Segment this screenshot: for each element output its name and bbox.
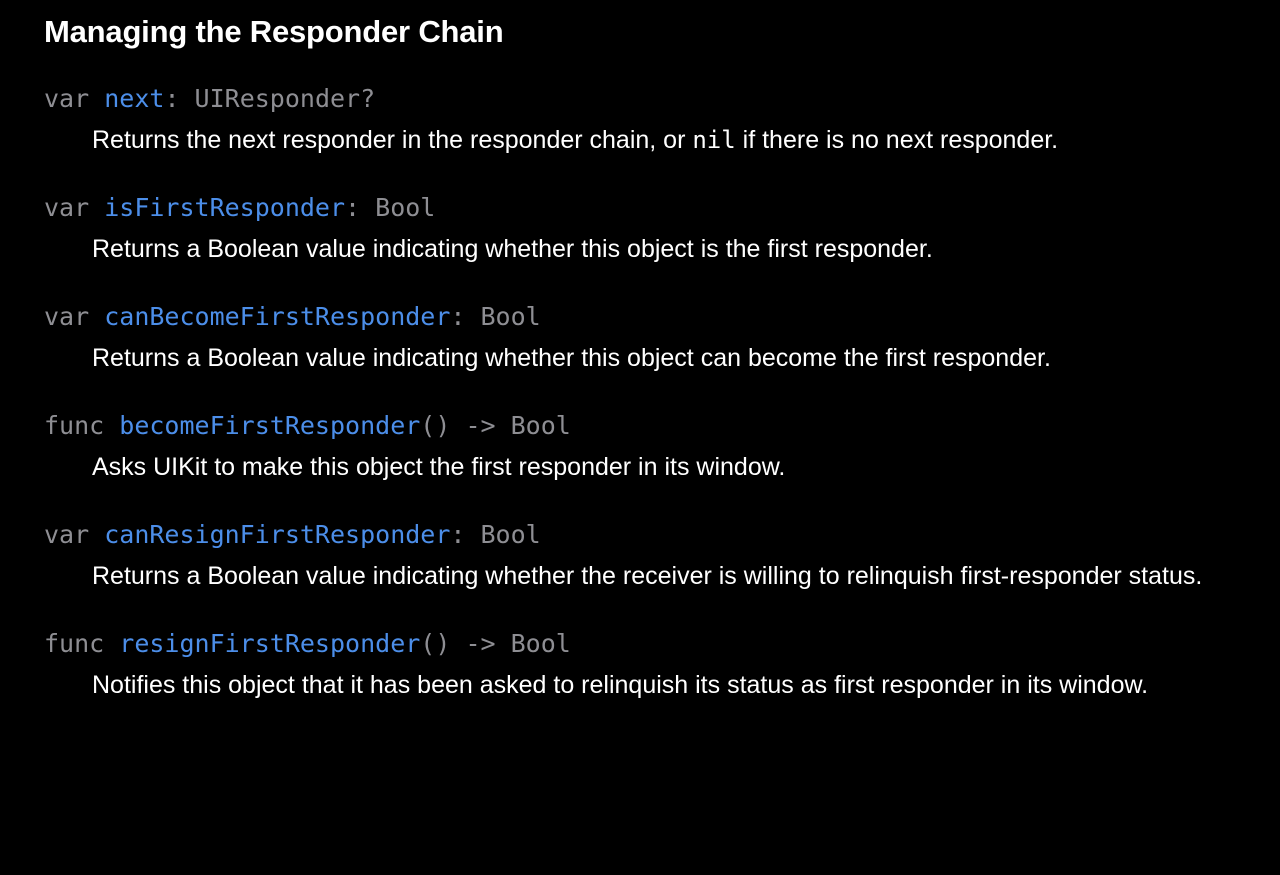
declaration-link-become-first-responder[interactable]: func becomeFirstResponder() -> Bool bbox=[44, 409, 1236, 443]
declaration-link-is-first-responder[interactable]: var isFirstResponder: Bool bbox=[44, 191, 1236, 225]
topic-description: Returns a Boolean value indicating wheth… bbox=[92, 235, 933, 263]
declaration-symbol-name: isFirstResponder bbox=[104, 193, 346, 222]
declaration-keyword: func bbox=[44, 411, 120, 440]
description-text: Returns the next responder in the respon… bbox=[92, 126, 693, 154]
declaration-type: () -> Bool bbox=[420, 629, 571, 658]
declaration-link-can-become-first-responder[interactable]: var canBecomeFirstResponder: Bool bbox=[44, 300, 1236, 334]
topic-can-become-first-responder: var canBecomeFirstResponder: Bool Return… bbox=[44, 300, 1236, 378]
declaration-symbol-name: becomeFirstResponder bbox=[119, 411, 421, 440]
description-text: if there is no next responder. bbox=[735, 126, 1059, 154]
topic-list: var next: UIResponder? Returns the next … bbox=[44, 82, 1236, 705]
topic-is-first-responder: var isFirstResponder: Bool Returns a Boo… bbox=[44, 191, 1236, 269]
declaration-symbol-name: canBecomeFirstResponder bbox=[104, 302, 451, 331]
declaration-symbol-name: next bbox=[104, 84, 165, 113]
topic-resign-first-responder: func resignFirstResponder() -> Bool Noti… bbox=[44, 627, 1236, 705]
topic-description: Notifies this object that it has been as… bbox=[92, 671, 1149, 699]
declaration-type: () -> Bool bbox=[420, 411, 571, 440]
declaration-type: : Bool bbox=[345, 193, 436, 222]
declaration-link-resign-first-responder[interactable]: func resignFirstResponder() -> Bool bbox=[44, 627, 1236, 661]
declaration-link-next[interactable]: var next: UIResponder? bbox=[44, 82, 1236, 116]
topic-next: var next: UIResponder? Returns the next … bbox=[44, 82, 1236, 160]
declaration-link-can-resign-first-responder[interactable]: var canResignFirstResponder: Bool bbox=[44, 518, 1236, 552]
declaration-type: : Bool bbox=[450, 520, 541, 549]
declaration-keyword: var bbox=[44, 520, 105, 549]
inline-code: nil bbox=[692, 126, 736, 154]
declaration-keyword: var bbox=[44, 302, 105, 331]
topic-can-resign-first-responder: var canResignFirstResponder: Bool Return… bbox=[44, 518, 1236, 596]
declaration-symbol-name: canResignFirstResponder bbox=[104, 520, 451, 549]
topic-description: Returns a Boolean value indicating wheth… bbox=[92, 344, 1051, 372]
topic-description: Returns a Boolean value indicating wheth… bbox=[92, 562, 1203, 590]
declaration-keyword: func bbox=[44, 629, 120, 658]
declaration-keyword: var bbox=[44, 84, 105, 113]
declaration-keyword: var bbox=[44, 193, 105, 222]
topic-description: Returns the next responder in the respon… bbox=[92, 120, 1222, 160]
topic-become-first-responder: func becomeFirstResponder() -> Bool Asks… bbox=[44, 409, 1236, 487]
declaration-symbol-name: resignFirstResponder bbox=[119, 629, 421, 658]
declaration-type: : UIResponder? bbox=[164, 84, 376, 113]
section-title: Managing the Responder Chain bbox=[44, 14, 504, 49]
declaration-type: : Bool bbox=[450, 302, 541, 331]
topic-description: Asks UIKit to make this object the first… bbox=[92, 453, 786, 481]
